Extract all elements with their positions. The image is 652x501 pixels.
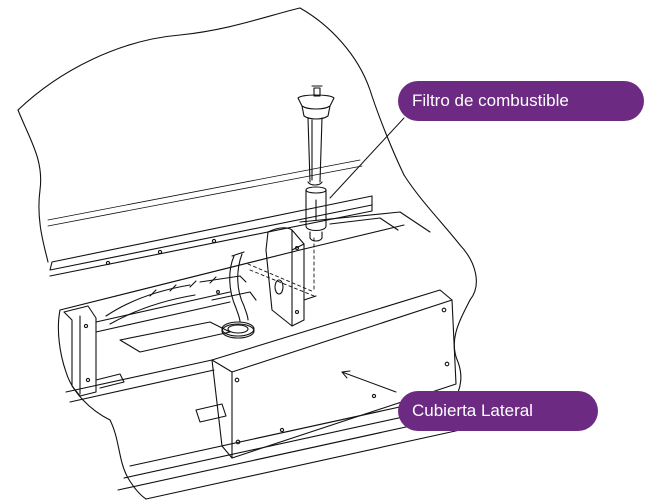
- fuel-filter-assembly: [297, 85, 335, 242]
- filter-bracket: [265, 227, 317, 327]
- left-bracket: [63, 305, 125, 397]
- dashed-guide-lines: [247, 237, 315, 297]
- leader-lines: [329, 117, 405, 393]
- fuel-filter-callout: Filtro de combustible: [398, 81, 644, 121]
- internal-rails: [95, 275, 257, 353]
- side-cover-plate: [195, 289, 457, 459]
- fuel-hose: [229, 251, 249, 323]
- machine-base: [57, 174, 477, 500]
- upper-lid-panel: [17, 7, 405, 277]
- side-cover-callout: Cubierta Lateral: [398, 391, 598, 431]
